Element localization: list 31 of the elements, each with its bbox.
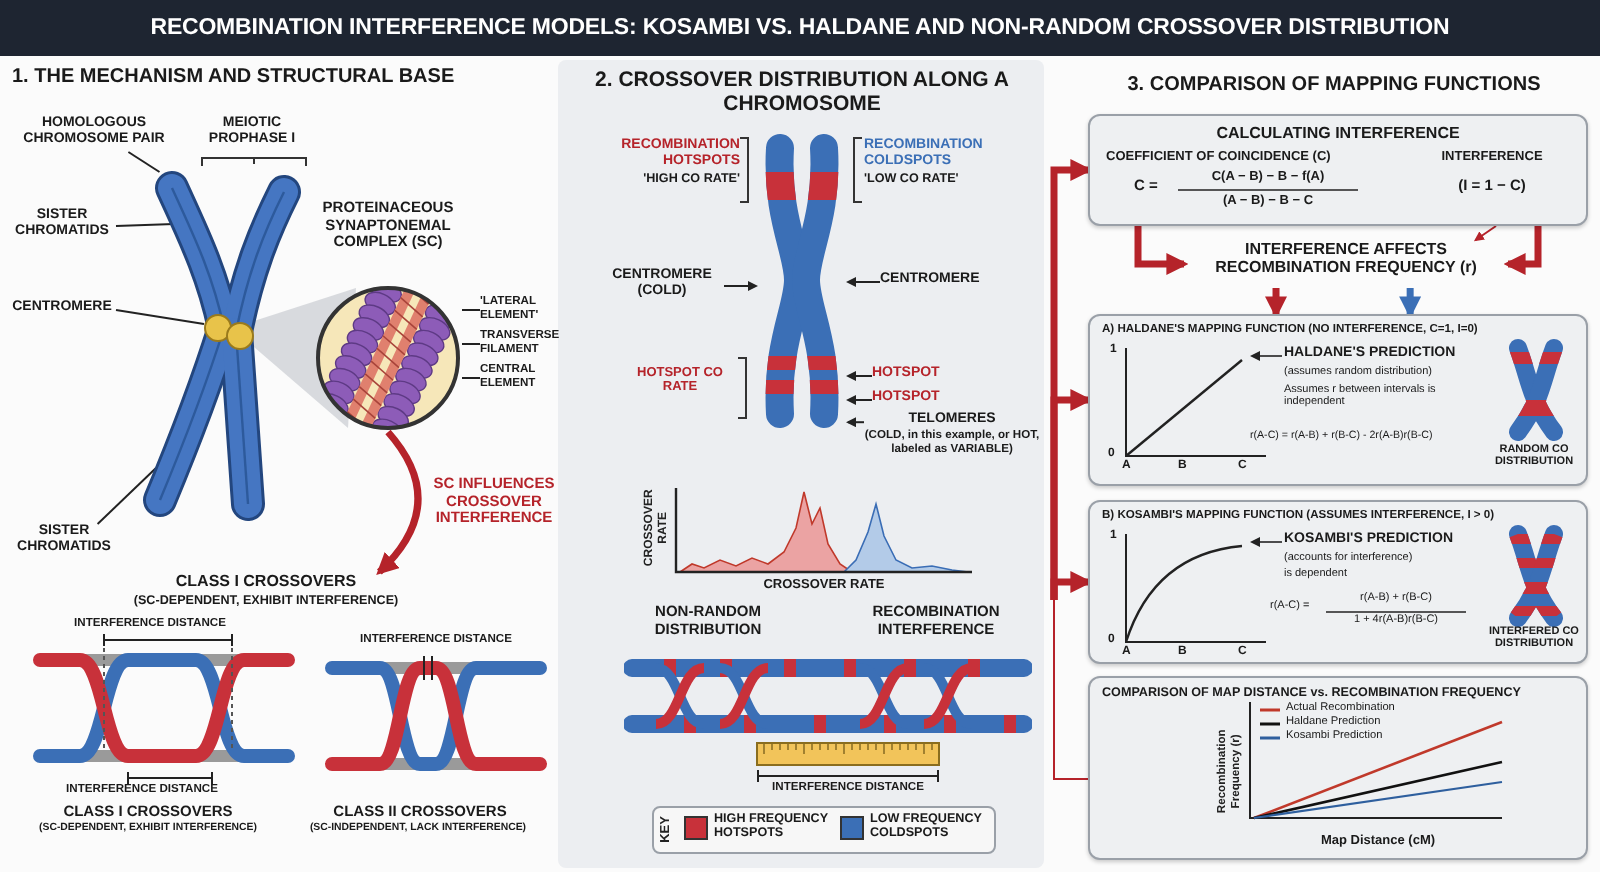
arrow: [1050, 571, 1093, 600]
heading-text: CLASS I CROSSOVERS: [173, 572, 359, 591]
arrow: [1503, 226, 1542, 275]
function-card: [1088, 500, 1588, 664]
arrow: [846, 371, 873, 381]
arrow: [1134, 226, 1189, 275]
arrow: [376, 429, 422, 576]
leader-line: [115, 309, 205, 325]
leader-line: [461, 309, 481, 311]
arrow: [723, 281, 758, 291]
arrow: [1265, 288, 1287, 319]
arrow: [846, 277, 881, 287]
section-heading: 3. COMPARISON OF MAPPING FUNCTIONS: [1125, 74, 1543, 97]
chart-card: [1088, 676, 1588, 860]
section-heading: 1. THE MECHANISM AND STRUCTURAL BASE: [12, 66, 457, 89]
section-heading: 2. CROSSOVER DISTRIBUTION ALONG A CHROMOSOME: [593, 68, 1011, 117]
page-title: RECOMBINATION INTERFERENCE MODELS: KOSAMBI VS. HALDANE AND NON-RANDOM CROSSOVER DISTRIBUTION: [150, 16, 1450, 40]
leader-line: [461, 343, 481, 345]
arrow: [846, 417, 865, 428]
leader-line: [127, 151, 161, 173]
arrow: [1473, 225, 1497, 242]
function-card: [1088, 314, 1588, 486]
leader-line: [461, 377, 481, 379]
arrow: [846, 395, 873, 405]
formula-card: [1088, 114, 1588, 226]
connector-line: [1053, 599, 1089, 781]
arrow: [1399, 288, 1422, 319]
heading-text: CALCULATING INTERFERENCE: [1214, 124, 1462, 143]
leader-line: [115, 223, 175, 227]
leader-line: [96, 467, 157, 525]
callout-label: INTERFERENCE AFFECTS RECOMBINATION FREQUENCY (r): [1213, 240, 1479, 277]
